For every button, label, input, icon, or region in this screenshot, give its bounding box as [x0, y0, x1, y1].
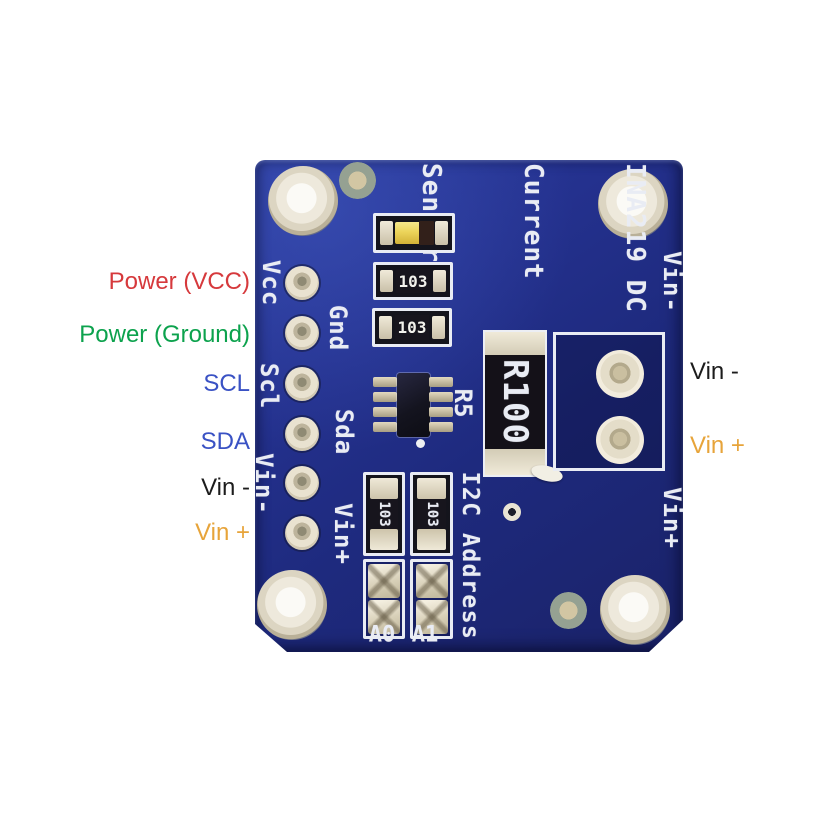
- mounting-hole-bottom-left: [257, 570, 327, 640]
- edge-label-vin-plus: Vin+: [658, 487, 686, 549]
- pin-hole-vin-plus: [285, 516, 319, 550]
- shunt-resistor: R100: [483, 330, 547, 477]
- annotation-vin-minus-left: Vin -: [201, 474, 250, 501]
- ic-pin: [429, 422, 453, 432]
- pin-hole-sda: [285, 417, 319, 451]
- annotation-sda: SDA: [200, 428, 250, 455]
- a1-jumper-pads: [410, 559, 453, 639]
- board-title-line-2: Current: [518, 163, 548, 280]
- mounting-hole-top-right: [598, 169, 668, 239]
- led-pad-right: [435, 221, 448, 245]
- smd-resistor-2: 103: [372, 308, 452, 347]
- power-led: [373, 213, 455, 253]
- board-title-line-1: INA219 DC: [620, 163, 650, 313]
- resistor-pad: [433, 270, 446, 292]
- resistor-body: 103: [417, 499, 446, 529]
- led-pad-left: [380, 221, 393, 245]
- smd-resistor-1: 103: [373, 262, 453, 300]
- pin-label-vin-minus: Vin-: [250, 453, 278, 515]
- resistor-pad: [417, 529, 446, 550]
- resistor-body: 103: [395, 315, 429, 340]
- pin-hole-vcc: [285, 266, 319, 300]
- led-cathode: [419, 221, 434, 245]
- a0-resistor: 103: [363, 472, 405, 556]
- resistor-body: 103: [370, 499, 398, 529]
- resistor-body: 103: [396, 269, 430, 293]
- resistor-value: 103: [397, 318, 427, 337]
- annotation-scl: SCL: [203, 370, 250, 397]
- pin-label-vin-plus: Vin+: [329, 503, 357, 565]
- i2c-address-label: I2C Address: [457, 471, 483, 641]
- edge-label-vin-minus: Vin-: [658, 251, 686, 313]
- ic-pin: [429, 377, 453, 387]
- annotation-vin-minus-right: Vin -: [690, 358, 739, 385]
- pin-hole-vin-minus: [285, 466, 319, 500]
- ic-pin: [373, 422, 397, 432]
- solder-jumper-pad: [368, 600, 400, 634]
- a1-label: A1: [411, 622, 439, 648]
- resistor-pad: [370, 478, 398, 499]
- resistor-value: 103: [398, 271, 428, 291]
- ic-pin: [429, 392, 453, 402]
- annotation-vin-plus-right: Vin +: [690, 432, 745, 459]
- ic-pin: [373, 392, 397, 402]
- ic-body: [397, 373, 430, 437]
- mounting-hole-bottom-right: [600, 575, 670, 645]
- pin-label-sda: Sda: [330, 408, 358, 456]
- ina219-ic: [373, 373, 453, 437]
- pcb-board: Vcc Gnd Scl Sda Vin- Vin+ INA219 DC Curr…: [255, 160, 683, 652]
- resistor-value: 103: [423, 501, 440, 527]
- solder-jumper-pad: [416, 600, 448, 634]
- a0-label: A0: [368, 622, 396, 648]
- resistor-pad: [417, 478, 446, 499]
- via-bottom: [550, 592, 587, 629]
- terminal-pad-vin-minus: [596, 350, 644, 398]
- ic-pin: [373, 407, 397, 417]
- pin-hole-gnd: [285, 316, 319, 350]
- ic-ref-label: R5: [449, 388, 477, 418]
- pin-hole-scl: [285, 367, 319, 401]
- solder-jumper-pad: [368, 564, 400, 598]
- shunt-terminal-top: [485, 332, 545, 355]
- ic-pin: [429, 407, 453, 417]
- a1-resistor: 103: [410, 472, 453, 556]
- resistor-pad: [432, 316, 445, 339]
- shunt-body: R100: [485, 355, 545, 449]
- terminal-pad-vin-plus: [596, 416, 644, 464]
- pin-label-vcc: Vcc: [257, 259, 285, 307]
- via-center: [503, 503, 521, 521]
- pin-label-scl: Scl: [255, 362, 283, 410]
- resistor-pad: [370, 529, 398, 550]
- mounting-hole-top-left: [268, 166, 338, 236]
- ic-index-dot: [416, 439, 425, 448]
- resistor-pad: [380, 270, 393, 292]
- annotation-vin-plus-left: Vin +: [195, 519, 250, 546]
- resistor-pad: [379, 316, 392, 339]
- a0-jumper-pads: [363, 559, 405, 639]
- ic-pin: [373, 377, 397, 387]
- annotation-power-vcc: Power (VCC): [108, 268, 250, 295]
- shunt-value-label: R100: [495, 359, 535, 445]
- solder-jumper-pad: [416, 564, 448, 598]
- annotation-power-ground: Power (Ground): [79, 321, 250, 348]
- resistor-value: 103: [376, 501, 392, 527]
- via-top: [339, 162, 376, 199]
